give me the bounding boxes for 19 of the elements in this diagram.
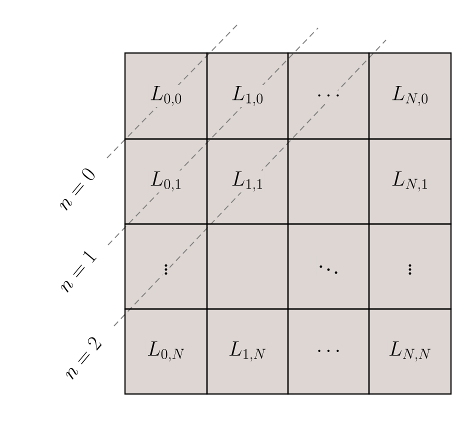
grid-cell: $L_{1,1}$ [206, 138, 289, 225]
grid-cell: $L_{N,0}$ [368, 52, 452, 140]
grid-cell: $L_{0,N}$ [124, 308, 208, 395]
grid-cell: $\vdots$ [124, 223, 208, 310]
row-label: $n = 0$ [60, 168, 95, 210]
grid-cell: $L_{0,1}$ [124, 138, 208, 225]
grid-cell: $L_{0,0}$ [124, 52, 208, 140]
grid-cell: $\vdots$ [368, 223, 452, 310]
grid-cell: $\ddots$ [287, 223, 370, 310]
grid-cell: $\cdots$ [287, 52, 370, 140]
grid-cell: $L_{N,1}$ [368, 138, 452, 225]
grid-cell: $L_{1,0}$ [206, 52, 289, 140]
grid-cell: $L_{N,N}$ [368, 308, 452, 395]
row-label: $n = 1$ [61, 251, 97, 292]
grid-cell [206, 223, 289, 310]
row-label: $n = 2$ [66, 337, 102, 380]
grid-cell [287, 138, 370, 225]
grid-cell: $\cdots$ [287, 308, 370, 395]
grid-cell: $L_{1,N}$ [206, 308, 289, 395]
